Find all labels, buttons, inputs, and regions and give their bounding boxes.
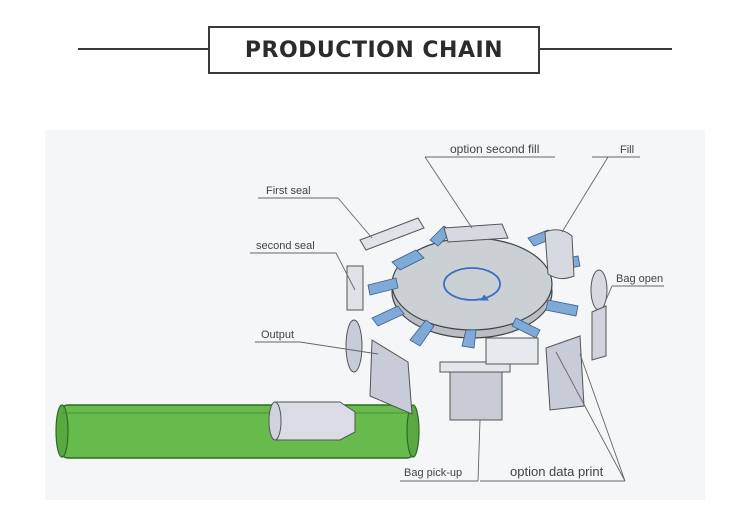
page-title: PRODUCTION CHAIN (244, 37, 504, 63)
bag-open-unit (590, 269, 608, 361)
label-bag-open: Bag open (616, 273, 663, 285)
bag-on-conveyor (268, 401, 356, 441)
label-output: Output (261, 329, 294, 341)
second-seal-unit (346, 265, 364, 311)
first-seal-unit (359, 217, 425, 251)
label-second-seal: second seal (256, 240, 315, 252)
title-rule-right (540, 48, 672, 50)
fill-unit (544, 229, 575, 280)
label-option-data-print: option data print (510, 464, 604, 479)
leader-lines (250, 156, 664, 482)
data-print-unit (485, 335, 585, 411)
label-option-second-fill: option second fill (450, 142, 539, 156)
title-rule-left (78, 48, 208, 50)
bag-pickup-unit (439, 361, 511, 421)
rotary-turntable (391, 237, 553, 339)
label-first-seal: First seal (266, 185, 311, 197)
title-box: PRODUCTION CHAIN (208, 26, 540, 74)
label-fill: Fill (620, 144, 634, 156)
output-bags (345, 319, 413, 415)
conveyor-belt (55, 404, 420, 459)
second-fill-unit (443, 223, 509, 243)
label-bag-pickup: Bag pick-up (404, 467, 462, 479)
